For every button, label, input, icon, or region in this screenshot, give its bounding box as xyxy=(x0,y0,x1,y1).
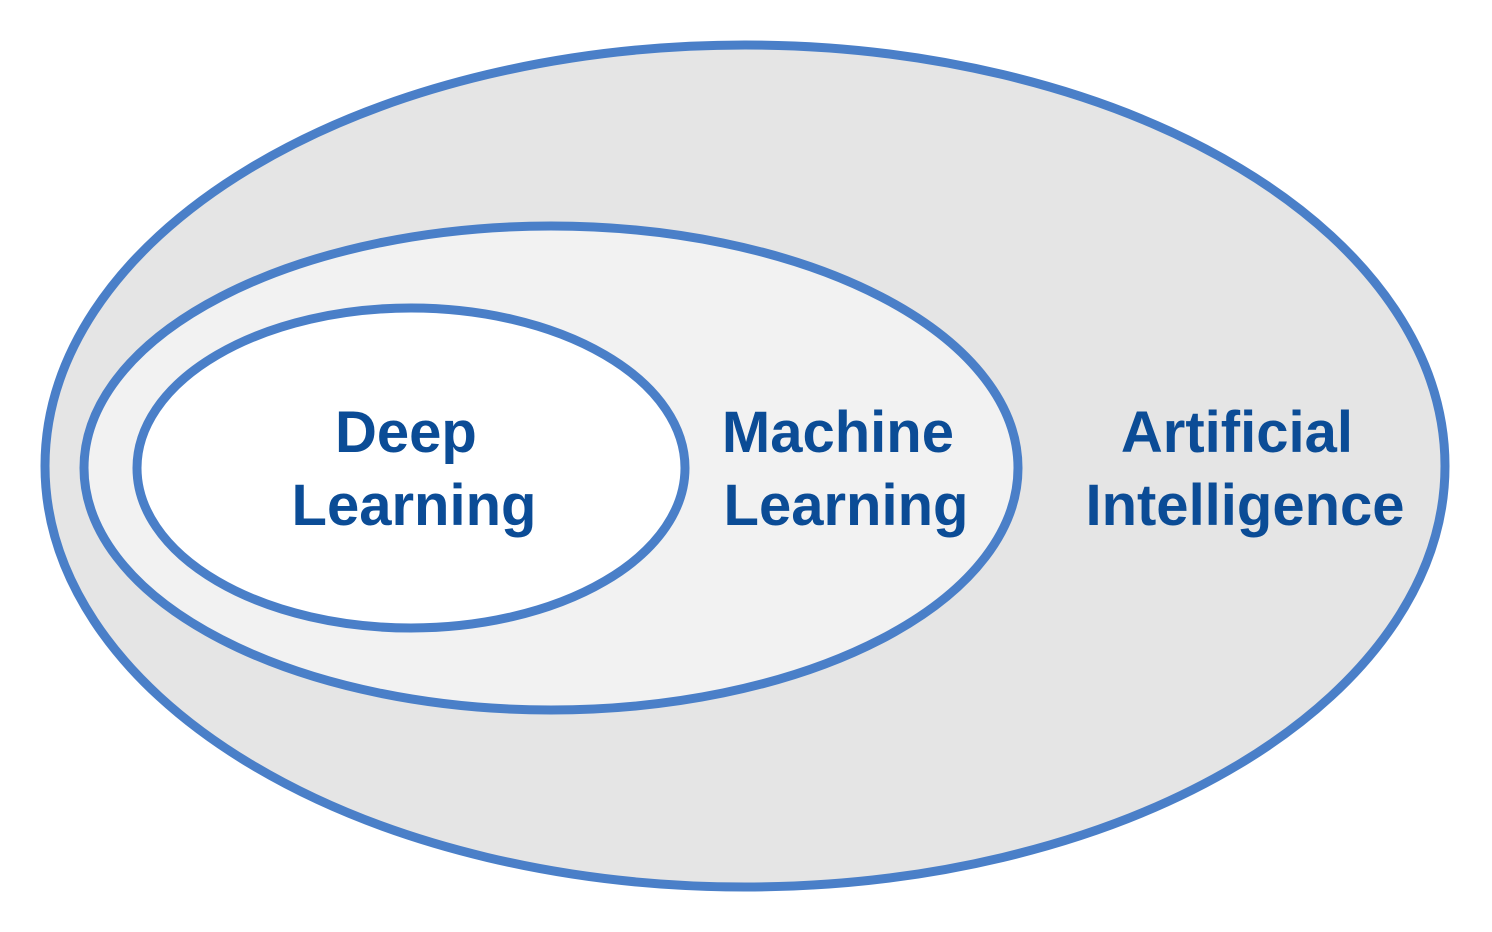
label-line: Artificial xyxy=(1121,400,1353,465)
label-deep-learning: Deep Learning xyxy=(292,400,537,538)
label-line: Machine xyxy=(722,400,954,465)
label-machine-learning: Machine Learning xyxy=(722,400,970,538)
label-line: Deep xyxy=(335,400,477,465)
label-line: Learning xyxy=(292,473,537,538)
ellipse-deep-learning xyxy=(132,303,690,633)
label-line: Intelligence xyxy=(1085,473,1404,538)
label-line: Learning xyxy=(724,473,969,538)
label-artificial-intelligence: Artificial Intelligence xyxy=(1085,400,1404,538)
